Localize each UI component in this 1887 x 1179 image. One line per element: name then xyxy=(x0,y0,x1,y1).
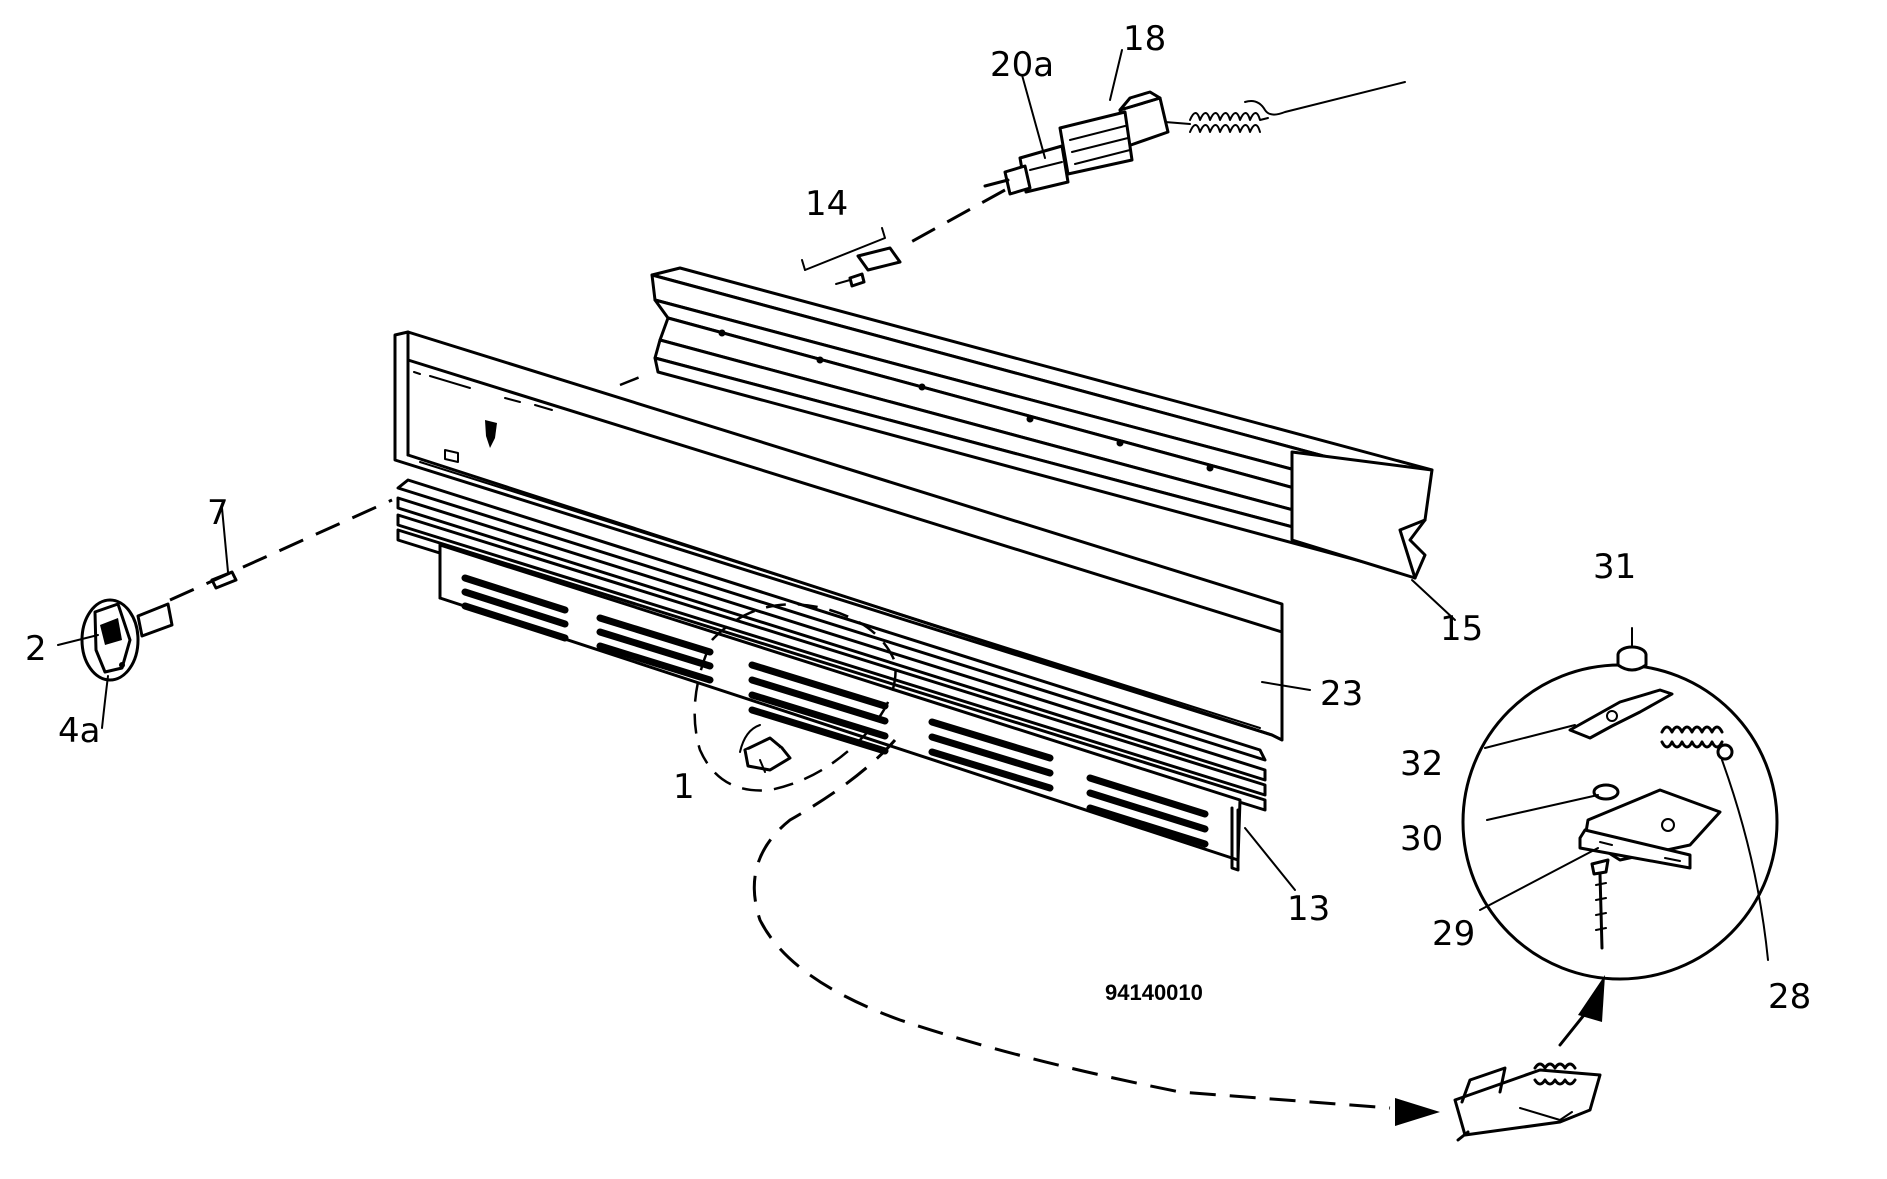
label-31: 31 xyxy=(1593,547,1636,587)
bracket-icon xyxy=(801,227,902,288)
label-2: 2 xyxy=(25,629,47,669)
assembly-guide-line xyxy=(899,188,1006,250)
leader-lines xyxy=(57,49,1769,961)
lever-icon xyxy=(1568,688,1674,740)
arrow-right-icon xyxy=(1395,1098,1440,1126)
label-29: 29 xyxy=(1432,914,1475,954)
arrow-up-icon xyxy=(1578,975,1605,1022)
drawing-number: 94140010 xyxy=(1105,980,1203,1005)
assembly-guide-line-knob xyxy=(169,498,393,602)
label-30: 30 xyxy=(1400,819,1443,859)
label-4a: 4a xyxy=(58,711,100,751)
control-knob-icon xyxy=(80,598,174,682)
label-14: 14 xyxy=(805,184,848,224)
nut-icon xyxy=(1616,627,1648,672)
label-15: 15 xyxy=(1440,609,1483,649)
label-13: 13 xyxy=(1287,889,1330,929)
spring-clip-icon xyxy=(743,736,792,773)
label-18: 18 xyxy=(1123,19,1166,59)
label-1: 1 xyxy=(673,767,695,807)
rear-channel-rail xyxy=(650,266,1434,580)
detail-magnified-circle xyxy=(1461,627,1779,981)
mounting-plate-icon xyxy=(1578,788,1722,870)
rotary-switch-icon xyxy=(983,81,1406,196)
washer-icon xyxy=(1592,783,1620,801)
rail-screw-holes xyxy=(718,329,1214,472)
label-7: 7 xyxy=(207,493,229,533)
vent-grille-panel xyxy=(396,478,1267,872)
vent-slots xyxy=(461,574,1209,848)
label-32: 32 xyxy=(1400,744,1443,784)
detail-transfer-line xyxy=(752,739,1391,1110)
label-23: 23 xyxy=(1320,674,1363,714)
assembly-guide-line-rail xyxy=(619,373,646,387)
label-20a: 20a xyxy=(990,45,1054,85)
detail-callout-ellipse xyxy=(693,603,897,792)
latch-mechanism-icon xyxy=(1453,1062,1602,1142)
spring-icon xyxy=(1660,725,1734,761)
screw-icon xyxy=(1590,858,1610,950)
label-28: 28 xyxy=(1768,977,1811,1017)
indicator-lamp-icon xyxy=(485,420,497,448)
front-fascia-panel xyxy=(393,330,1284,742)
part-number-labels: 18 20a 14 7 2 4a 15 23 1 13 31 32 30 29 … xyxy=(25,19,1811,1017)
